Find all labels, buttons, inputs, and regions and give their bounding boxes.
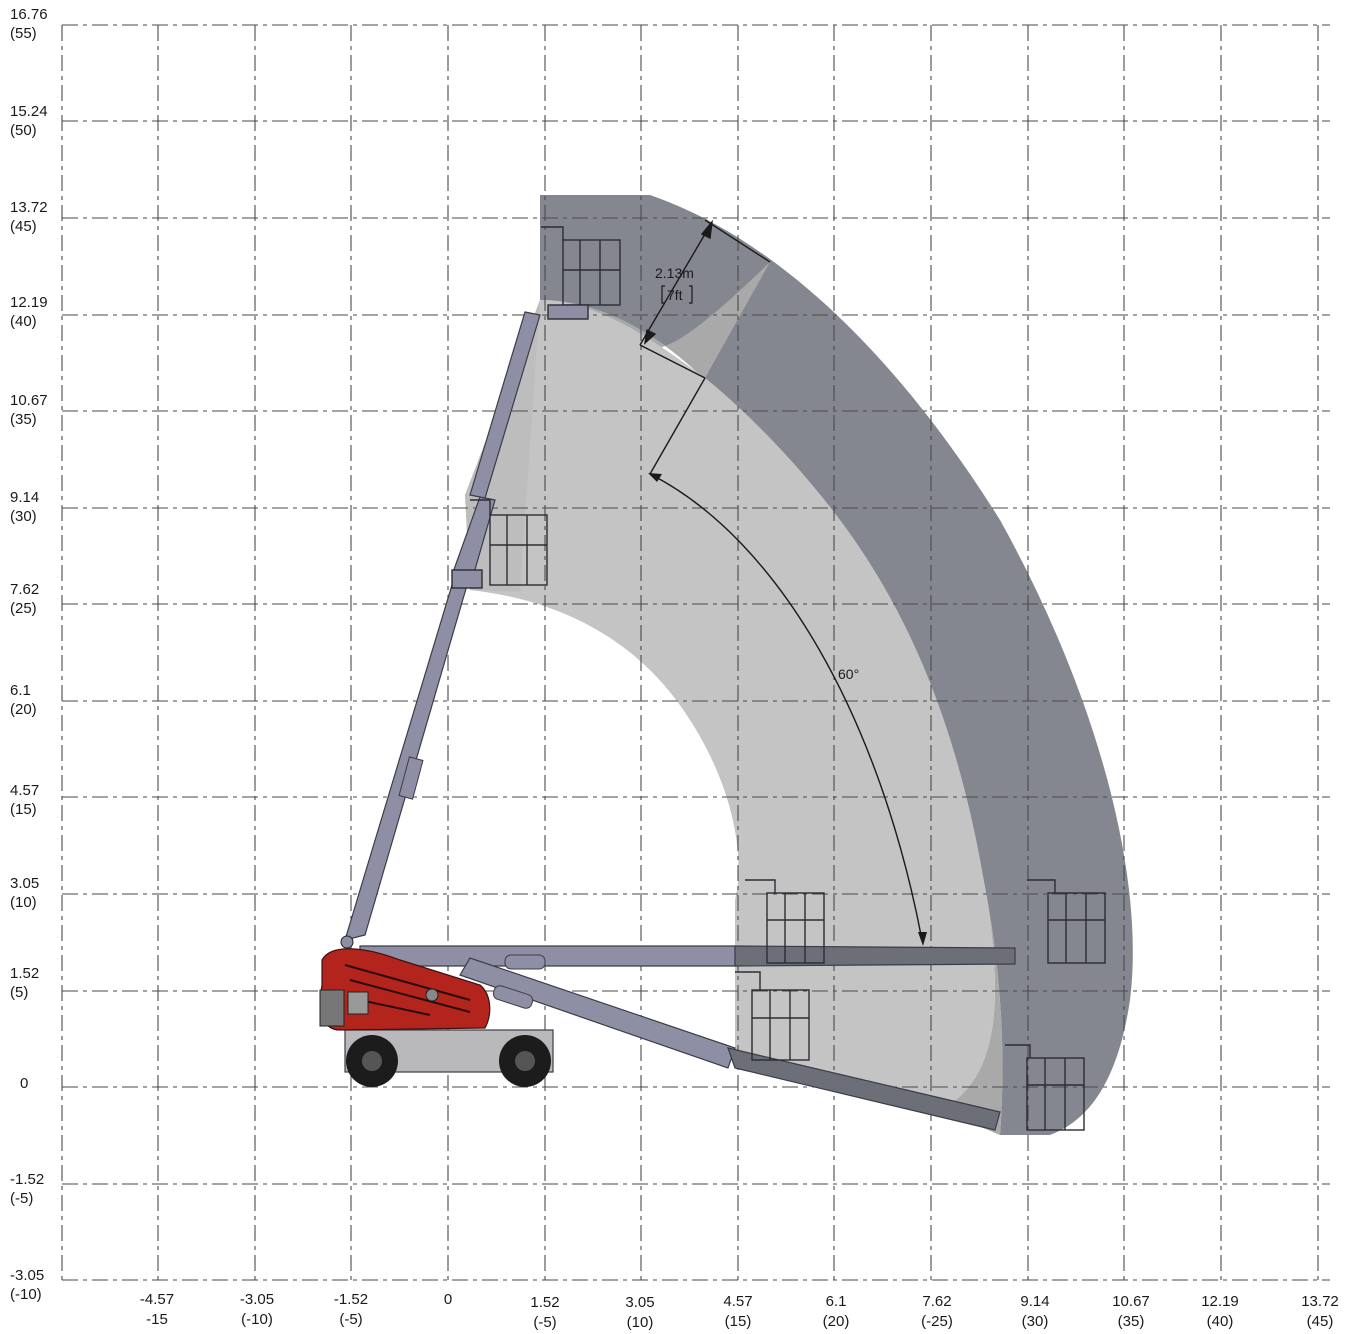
basket-horizontal-mid — [745, 879, 825, 964]
x-axis-label: 3.05(10) — [625, 1294, 655, 1331]
angle-arrowhead-top — [648, 473, 662, 482]
y-axis-label: 6.1(20) — [10, 682, 37, 718]
descending-boom — [459, 957, 736, 1069]
y-axis-label: 1.52(5) — [10, 965, 40, 1001]
y-axis-label: 9.14(30) — [10, 489, 40, 525]
jib-length-dimension — [639, 219, 771, 475]
y-axis-label: 13.72(45) — [10, 199, 48, 235]
jib-angle-arc — [649, 473, 923, 941]
basket-mid — [451, 499, 548, 589]
basket-horizontal-end — [1027, 879, 1106, 964]
x-axis-label: 12.19(40) — [1201, 1293, 1239, 1330]
x-axis-label: 4.57(15) — [723, 1293, 753, 1330]
machine-chassis — [319, 935, 554, 1087]
y-axis-label: 15.24(50) — [10, 103, 48, 139]
envelope-inner — [465, 195, 995, 1110]
platform-baskets — [451, 226, 1106, 1131]
y-axis-label: 12.19(40) — [10, 294, 48, 330]
y-axis-label: 3.05(10) — [10, 875, 40, 911]
y-axis-label: 4.57(15) — [10, 782, 40, 818]
x-axis-label: 6.1(20) — [822, 1293, 850, 1330]
grid — [61, 24, 1330, 1282]
jib-length-metric: 2.13m — [655, 265, 694, 281]
jib-angle-label: 60° — [838, 666, 859, 682]
y-axis-label: -1.52(-5) — [10, 1171, 45, 1207]
y-axis-label: 10.67(35) — [10, 392, 48, 428]
jib-length-feet-bracket — [661, 285, 693, 304]
basket-top — [541, 226, 621, 320]
x-axis-label: -1.52(-5) — [333, 1291, 369, 1328]
riser-boom — [344, 574, 471, 941]
horizontal-boom — [359, 945, 736, 967]
y-axis-label: -3.05(-10) — [10, 1267, 45, 1303]
x-axis-label: 13.72(45) — [1301, 1293, 1339, 1330]
angle-arrowhead-bottom — [918, 932, 927, 946]
x-axis-label: 0 — [443, 1291, 453, 1308]
jib-length-feet: 7ft — [667, 287, 683, 303]
x-axis-label: -4.57-15 — [139, 1291, 175, 1328]
x-axis-label: 1.52(-5) — [530, 1294, 560, 1331]
lift-booms — [344, 311, 1016, 1131]
basket-lower-end — [1005, 1044, 1085, 1131]
y-axis-label: 0 — [20, 1075, 29, 1092]
y-axis-label: 7.62(25) — [10, 581, 40, 617]
basket-lower-mid — [735, 971, 810, 1061]
x-axis-label: -3.05(-10) — [239, 1291, 275, 1328]
envelope-outer — [540, 195, 1133, 1135]
x-axis-label: 10.67(35) — [1112, 1293, 1150, 1330]
x-axis-label: 9.14(30) — [1020, 1293, 1050, 1330]
upper-boom-tall — [469, 311, 541, 499]
x-axis-label: 7.62(-25) — [921, 1293, 953, 1330]
descending-jib — [727, 1047, 1001, 1131]
y-axis-label: 16.76(55) — [10, 6, 48, 42]
